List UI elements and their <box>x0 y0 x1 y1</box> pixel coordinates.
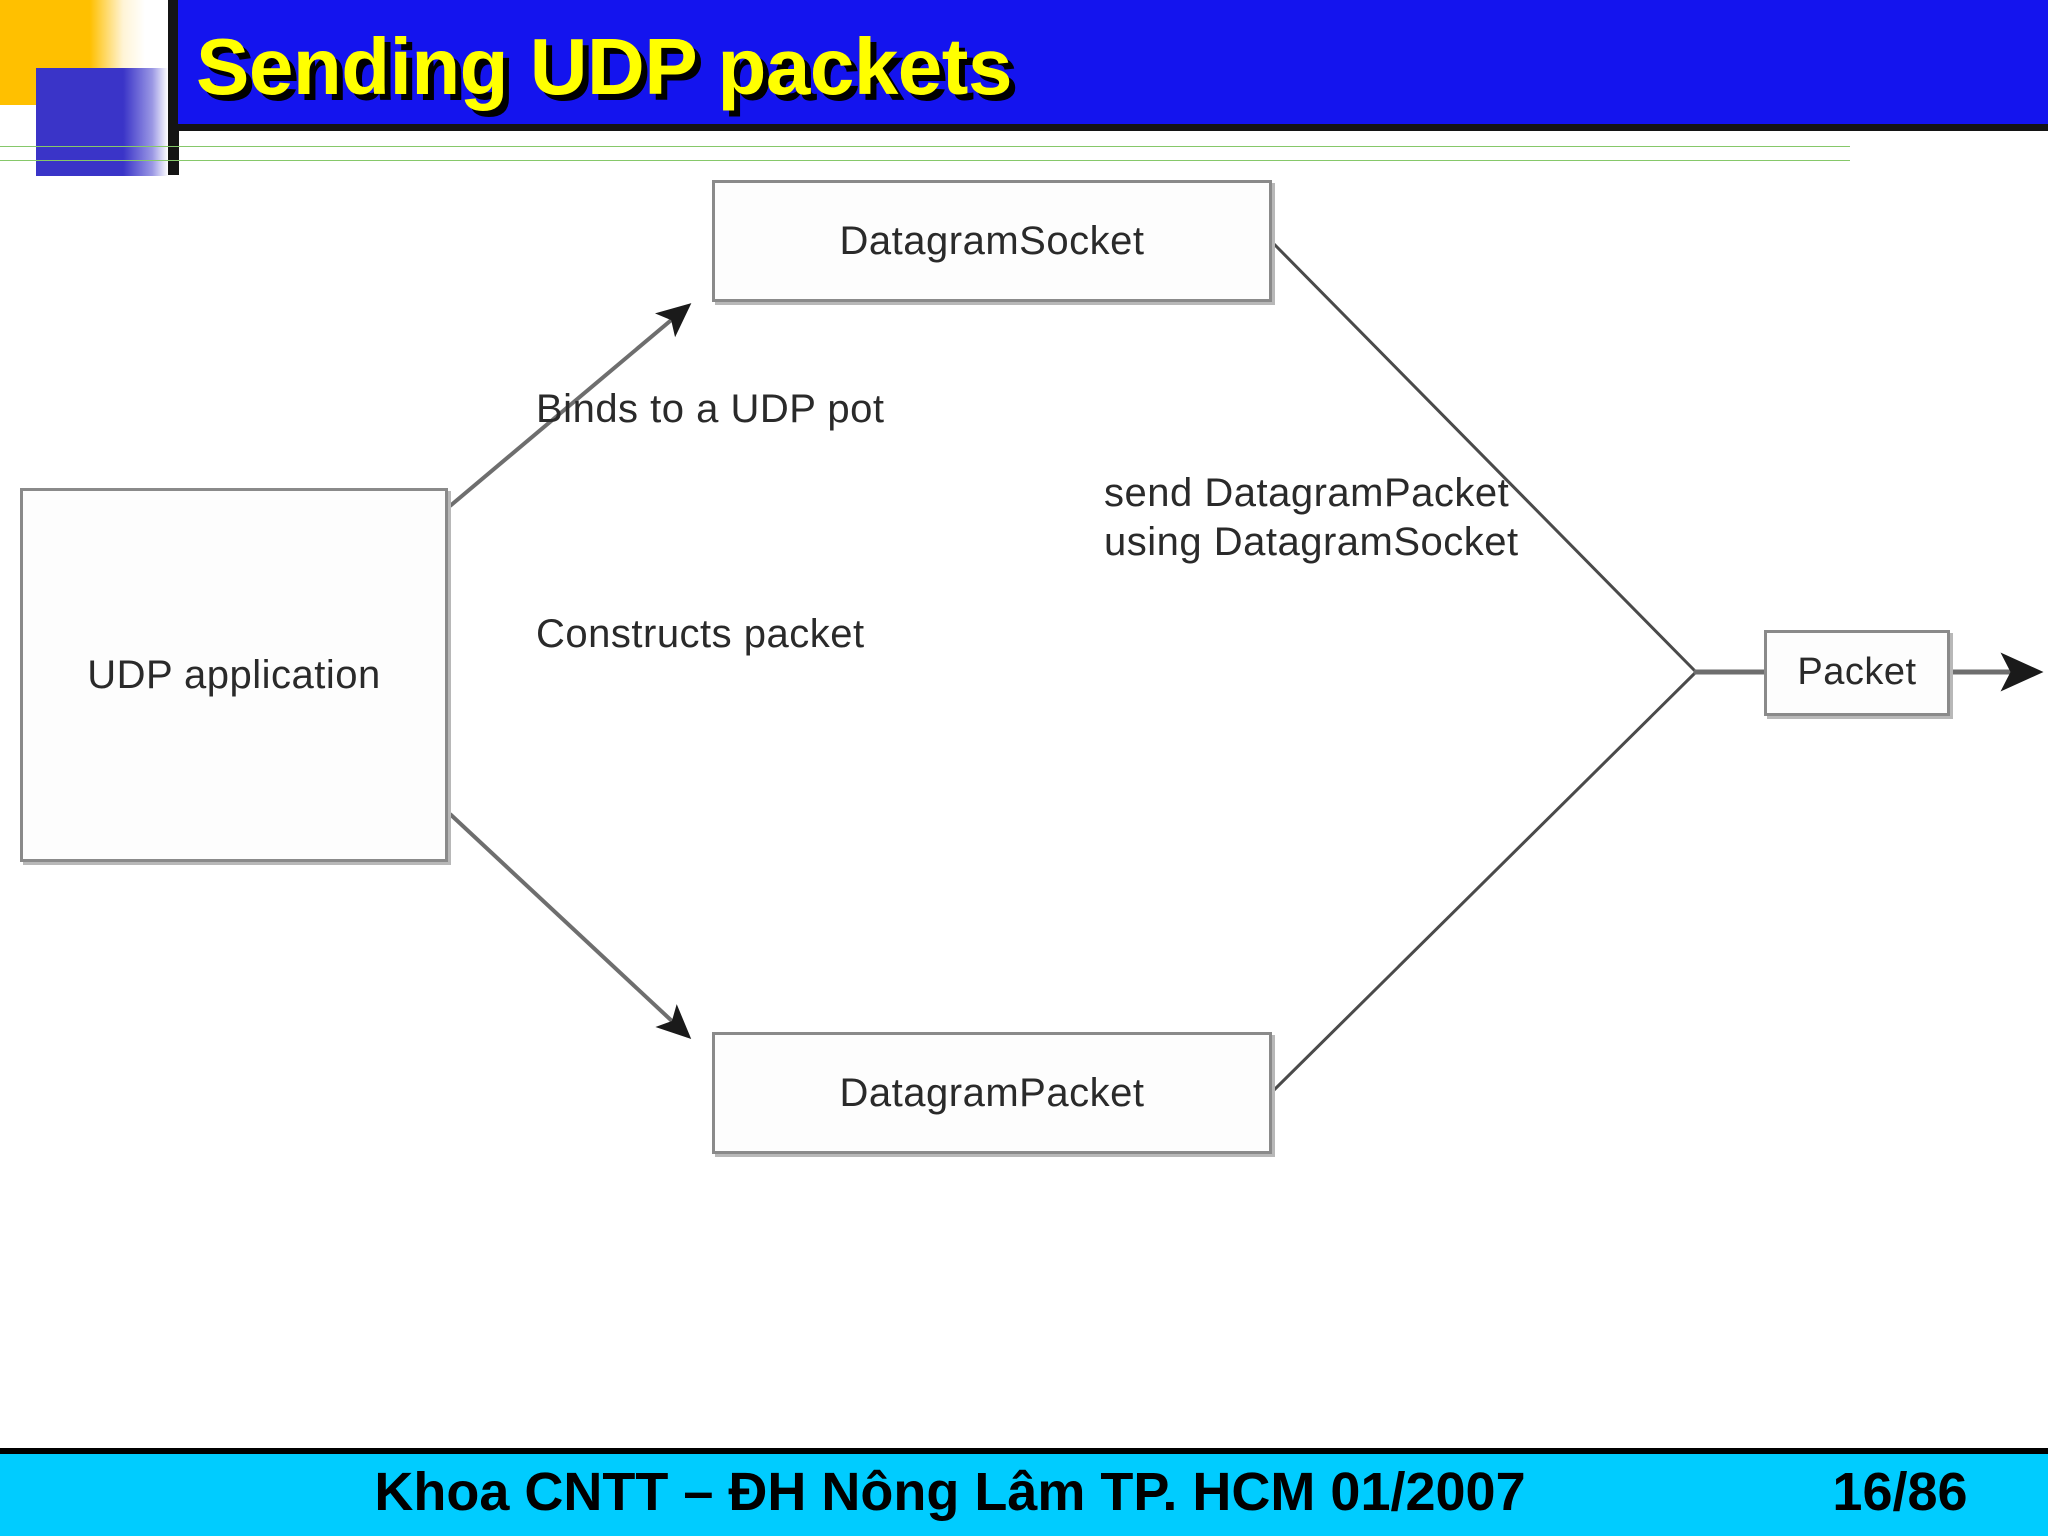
edge-label-binds: Binds to a UDP pot <box>536 387 885 431</box>
edge-label-send: send DatagramPacket using DatagramSocket <box>1104 471 1519 564</box>
box-packet: Packet <box>1764 630 1950 716</box>
box-datagram-packet: DatagramPacket <box>712 1032 1272 1154</box>
diagram-connectors <box>448 242 2044 1092</box>
edge-packet-to-junction <box>1272 670 1698 1092</box>
green-rule-top <box>0 146 1850 147</box>
green-rule-bottom <box>0 160 1850 161</box>
edge-app-to-socket <box>448 303 692 508</box>
box-datagram-packet-label: DatagramPacket <box>839 1071 1145 1115</box>
udp-send-diagram: DatagramSocket UDP application DatagramP… <box>0 160 2048 1430</box>
decor-white-notch <box>0 105 36 177</box>
footer-page-number: 16/86 <box>1832 1462 1968 1522</box>
box-udp-application-label: UDP application <box>87 653 381 697</box>
edge-socket-to-junction <box>1272 242 1698 674</box>
footer-course-text: Khoa CNTT – ĐH Nông Lâm TP. HCM 01/2007 <box>374 1462 1526 1522</box>
decor-blue-block <box>36 68 168 176</box>
page-title: Sending UDP packets <box>196 22 1012 111</box>
box-datagram-socket-label: DatagramSocket <box>839 219 1145 263</box>
edge-label-constructs: Constructs packet <box>536 612 865 656</box>
header-band <box>178 0 2048 131</box>
box-datagram-socket: DatagramSocket <box>712 180 1272 302</box>
box-udp-application: UDP application <box>20 488 448 862</box>
footer-bar <box>0 1448 2048 1536</box>
edge-app-to-packet <box>448 812 692 1040</box>
header-left-rule <box>168 0 179 175</box>
box-packet-label: Packet <box>1797 651 1917 694</box>
